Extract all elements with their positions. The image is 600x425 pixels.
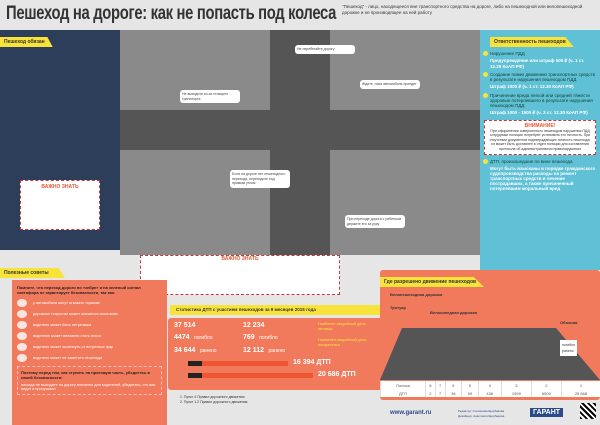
dtp-head: ДТП, произошедшие по вине пешехода (483, 159, 596, 164)
pedestrian-definition: "Пешеход" - лицо, находящееся вне трансп… (342, 4, 583, 15)
road-icon (17, 309, 27, 318)
glass-icon (17, 320, 27, 329)
bar-1 (188, 361, 288, 366)
violation-head: Причинение вреда легкой или средней тяже… (483, 93, 596, 108)
tips-panel: Помните, что переход дороги по «зебре» и… (12, 280, 167, 425)
violation-fine: Предупреждение или штраф 500 ₽ (ч. 1 ст.… (490, 58, 585, 69)
stat-total: 12 234 (243, 322, 265, 329)
most-dangerous-day: Наиболее аварийный день: пятница (318, 322, 367, 331)
brakes-icon (17, 298, 27, 307)
footer: www.garant.ru Редактор: Степанова Щербак… (380, 400, 600, 425)
note: При переходе дороги с ребенком держите е… (345, 215, 405, 228)
responsibility-tag: Ответственность пешеходов (490, 37, 574, 47)
bar-2 (188, 373, 313, 378)
tip-item: водитель может ослепнуть от встречных фа… (17, 342, 162, 351)
violation-head: Создание помех движению транспортных сре… (483, 72, 596, 82)
tips-intro: Помните, что переход дороги по «зебре» и… (17, 285, 141, 295)
site-link[interactable]: www.garant.ru (390, 410, 432, 416)
least-dangerous-day: Наименее аварийный день: воскресенье (318, 338, 368, 347)
cross-icon (17, 331, 27, 340)
tips-outro-head: Поэтому перед тем, как ступить на проезж… (21, 370, 151, 380)
where-tag: Где разрешено движение пешеходов (380, 277, 485, 287)
pedestrian-duties-panel: Пешеход обязан ВАЖНО ЗНАТЬ (0, 30, 120, 250)
tips-tag: Полезные советы (0, 268, 65, 278)
violation-fine: Штраф 1000 ₽ (ч. 1 ст. 12.30 КоАП РФ) (490, 84, 574, 89)
road (270, 30, 330, 255)
violation-head: Нарушение ПДД (483, 51, 596, 56)
sun-icon (17, 342, 27, 351)
responsibility-panel: Ответственность пешеходов Нарушение ПДД … (480, 30, 600, 270)
stats-title: Статистика ДТП с участием пешеходов за 9… (170, 305, 380, 315)
bar-2-label: 20 686 ДТП (318, 371, 356, 378)
garant-logo: ГАРАНТ (530, 408, 564, 417)
tip-item: у автомобиля могут отказать тормоза (17, 298, 162, 307)
street-scene: Не перебегайте дорогу Ждите, пока автомо… (120, 30, 480, 295)
tips-outro: никогда не выходите на дорогу внезапно д… (21, 383, 156, 391)
note: Ждите, пока автомобиль проедет (360, 80, 420, 89)
page-title: Пешеход на дороге: как не попасть под ко… (6, 3, 337, 24)
violation-fine: Штраф 1000 - 1500 ₽ (ч. 2 ст. 12.30 КоАП… (490, 110, 588, 115)
glasses-icon (17, 353, 27, 362)
important-box: ВАЖНО ЗНАТЬ (140, 255, 340, 295)
qr-code (580, 403, 596, 419)
lane-label: Велосипедная дорожка (430, 310, 477, 315)
dtp-body: Могут быть взысканы в порядке гражданско… (490, 166, 596, 191)
warning-box: ВНИМАНИЕ!При оформлении совершенного пеш… (484, 120, 596, 155)
note: Если на дороге нет пешеходного перехода,… (230, 170, 290, 188)
lane-label: Тротуар (390, 305, 406, 310)
tip-item: водителю может внезапно стать плохо (17, 331, 162, 340)
footnote: 2. Пункт 1.2 Правил дорожного движения (180, 400, 248, 404)
tip-item: водитель может не заметить пешехода (17, 353, 162, 362)
duties-tag: Пешеход обязан (0, 37, 53, 47)
warning-text: При оформлении совершенного пешеходом на… (489, 128, 591, 151)
important-box: ВАЖНО ЗНАТЬ (20, 180, 100, 230)
footnote: 1. Пункт 4 Правил дорожного движения (180, 395, 245, 399)
bar-1-label: 16 394 ДТП (293, 359, 331, 366)
warning-title: ВНИМАНИЕ! (524, 123, 556, 129)
note: Не перебегайте дорогу (295, 45, 355, 54)
lane-label: Обочина (560, 320, 578, 325)
lane-label: Велопешеходная дорожка (390, 292, 443, 297)
stats-panel: 37 514 4474 погибло 34 644 ранено 12 234… (168, 318, 383, 390)
tip-item: дорожное покрытие может оказаться скольз… (17, 309, 162, 318)
stat-total: 37 514 (174, 322, 196, 329)
note: Не выходите из-за стоящего транспорта (180, 90, 240, 103)
tip-item: водитель может быть нетрезвым (17, 320, 162, 329)
